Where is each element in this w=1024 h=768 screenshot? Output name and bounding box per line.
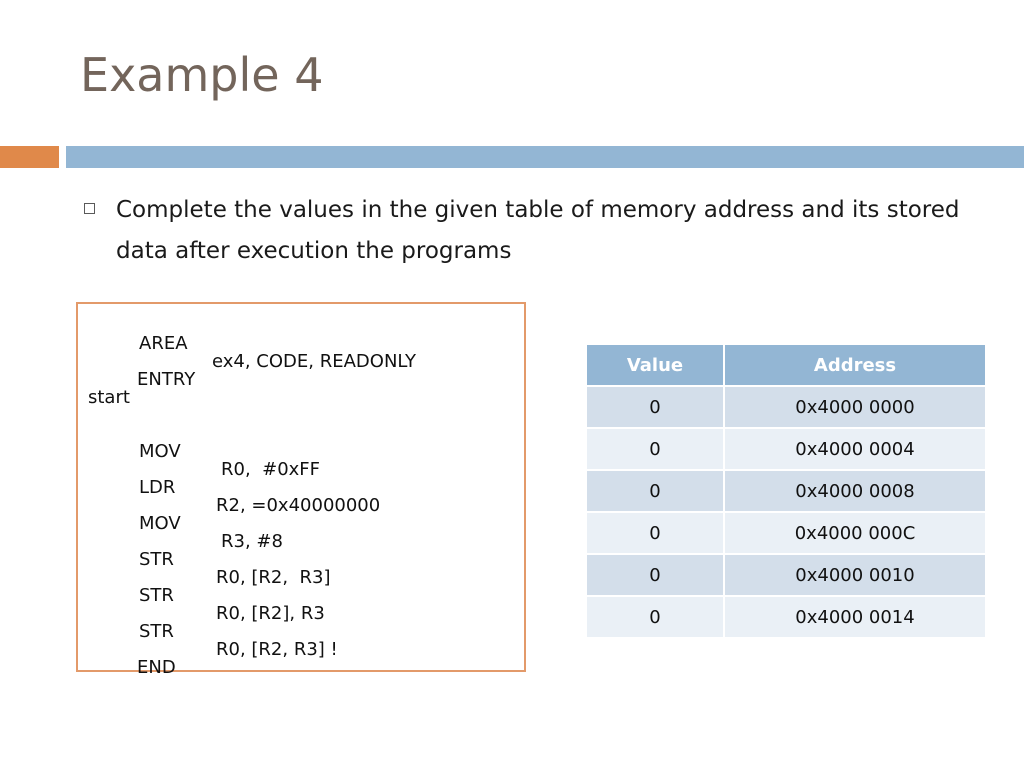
table-header-address: Address	[723, 343, 987, 387]
code-label: start	[88, 387, 130, 408]
table-cell-address: 0x4000 0010	[723, 553, 987, 597]
code-operands: R0, [R2, R3]	[216, 567, 331, 588]
table-cell-address: 0x4000 000C	[723, 511, 987, 555]
code-mnemonic: STR	[139, 549, 174, 570]
code-line: END	[78, 641, 176, 695]
table-row: 0 0x4000 0004	[585, 427, 987, 471]
table-cell-address: 0x4000 0008	[723, 469, 987, 513]
code-line: LDR R2, =0x40000000	[78, 461, 380, 533]
code-mnemonic: AREA	[139, 333, 188, 354]
table-row: 0 0x4000 0008	[585, 469, 987, 513]
memory-table: Value Address 0 0x4000 0000 0 0x4000 000…	[585, 343, 987, 639]
code-line: STR R0, [R2, R3] !	[78, 605, 338, 677]
square-bullet-icon	[84, 203, 95, 214]
code-mnemonic: STR	[139, 621, 174, 642]
code-line: STR R0, [R2, R3]	[78, 533, 331, 605]
table-cell-value: 0	[585, 511, 725, 555]
code-operands: R0, [R2], R3	[216, 603, 325, 624]
bullet-text: Complete the values in the given table o…	[116, 197, 960, 264]
table-cell-address: 0x4000 0004	[723, 427, 987, 471]
table-row: 0 0x4000 0010	[585, 553, 987, 597]
table-row: 0 0x4000 000C	[585, 511, 987, 555]
table-cell-address: 0x4000 0000	[723, 385, 987, 429]
code-operands: R3, #8	[221, 531, 283, 552]
code-mnemonic: MOV	[139, 513, 181, 534]
code-mnemonic: LDR	[139, 477, 176, 498]
code-operands: R2, =0x40000000	[216, 495, 381, 516]
code-operands: ex4, CODE, READONLY	[212, 351, 417, 372]
table-row: 0 0x4000 0000	[585, 385, 987, 429]
table-cell-address: 0x4000 0014	[723, 595, 987, 639]
code-listing: AREA ex4, CODE, READONLY ENTRY start MOV…	[76, 302, 526, 677]
accent-bar-blue	[66, 146, 1024, 168]
code-line: AREA ex4, CODE, READONLY	[78, 317, 416, 389]
code-mnemonic: ENTRY	[137, 369, 196, 390]
table-row: 0 0x4000 0014	[585, 595, 987, 639]
code-line: MOV R0, #0xFF	[78, 425, 320, 497]
table-header-row: Value Address	[585, 343, 987, 387]
code-operands: R0, #0xFF	[221, 459, 321, 480]
code-mnemonic: END	[137, 657, 176, 678]
code-line: STR R0, [R2], R3	[78, 569, 325, 641]
code-operands: R0, [R2, R3] !	[216, 639, 338, 660]
code-mnemonic: STR	[139, 585, 174, 606]
table-cell-value: 0	[585, 553, 725, 597]
table-cell-value: 0	[585, 427, 725, 471]
code-mnemonic: MOV	[139, 441, 181, 462]
table-cell-value: 0	[585, 595, 725, 639]
bullet-item: Complete the values in the given table o…	[84, 190, 984, 272]
slide-title: Example 4	[80, 48, 324, 102]
code-line: ENTRY	[78, 353, 195, 407]
accent-bar-orange	[0, 146, 59, 168]
code-line: MOV R3, #8	[78, 497, 283, 569]
table-cell-value: 0	[585, 469, 725, 513]
table-cell-value: 0	[585, 385, 725, 429]
table-header-value: Value	[585, 343, 725, 387]
